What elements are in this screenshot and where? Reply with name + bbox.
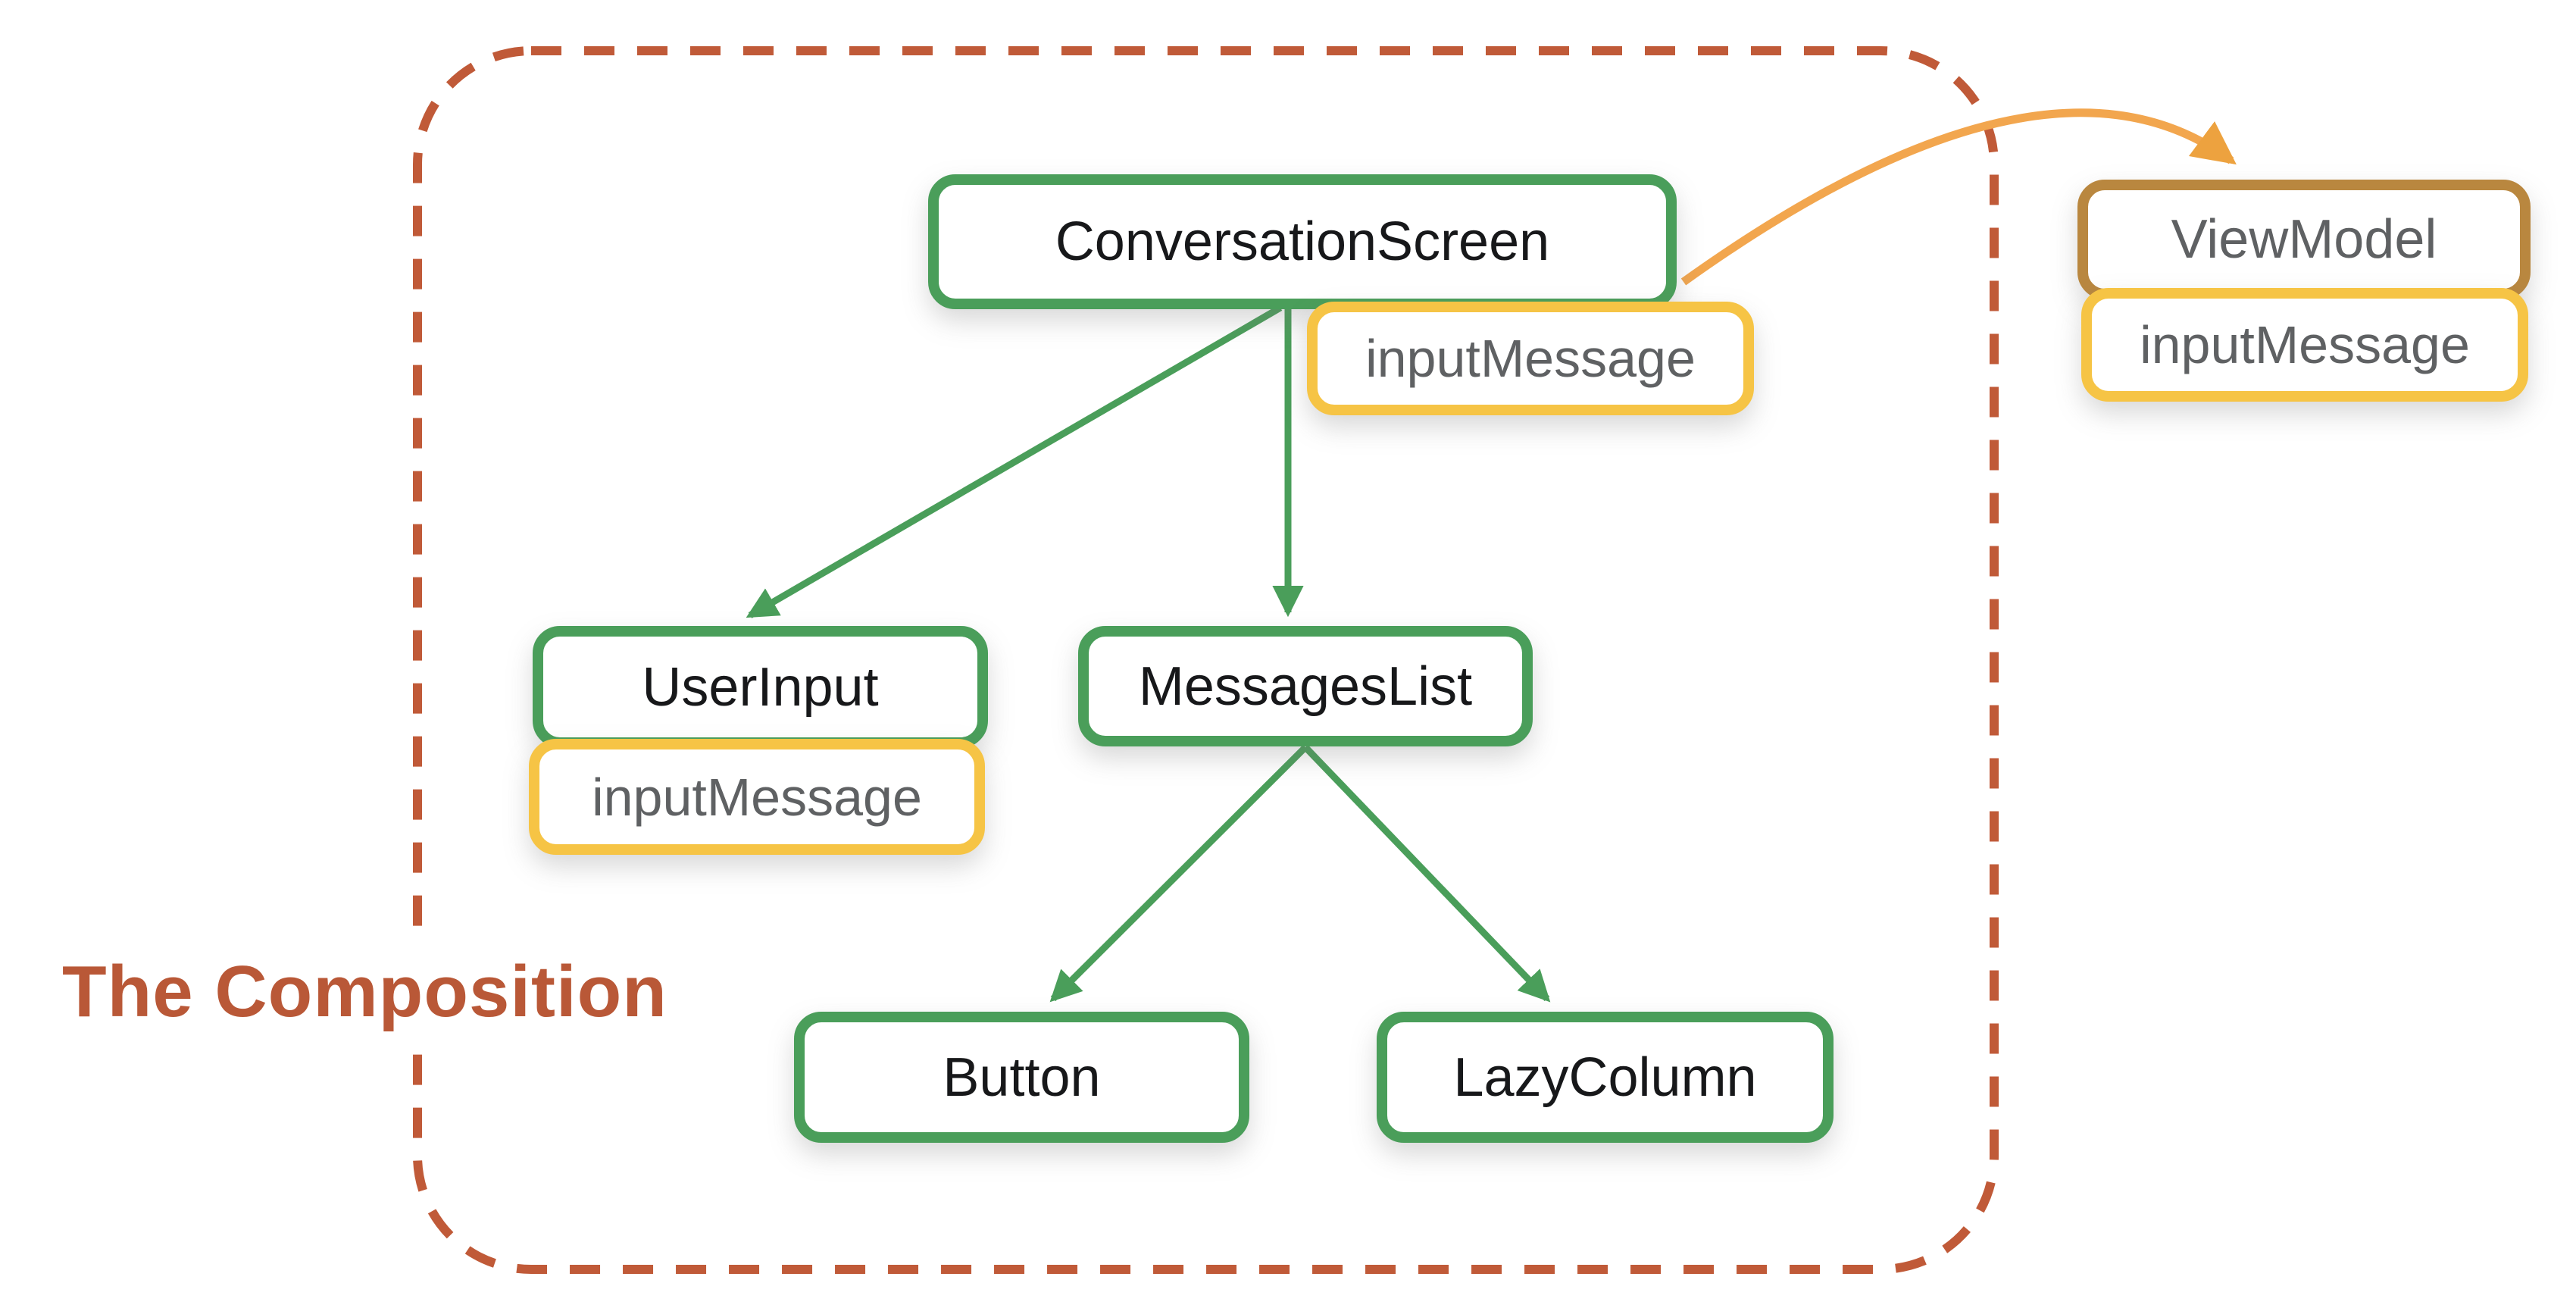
node-user-input-state: inputMessage — [529, 739, 985, 855]
edge-messageslist-to-lazycolumn — [1302, 744, 1551, 1003]
edge-messageslist-to-button — [1049, 744, 1308, 1003]
node-button: Button — [794, 1012, 1249, 1143]
node-lazy-column-label: LazyColumn — [1453, 1047, 1757, 1108]
node-view-model-state-label: inputMessage — [2140, 315, 2470, 374]
node-user-input-state-label: inputMessage — [592, 767, 922, 827]
edge-conversationscreen-to-viewmodel — [1680, 108, 2237, 286]
node-view-model: ViewModel — [2077, 180, 2531, 299]
node-user-input-label: UserInput — [642, 656, 879, 718]
node-conversation-screen: ConversationScreen — [928, 174, 1677, 309]
node-messages-list-label: MessagesList — [1138, 656, 1473, 717]
composition-boundary — [413, 46, 1999, 1274]
node-conversation-screen-label: ConversationScreen — [1055, 211, 1550, 272]
node-view-model-state: inputMessage — [2081, 288, 2528, 402]
node-messages-list: MessagesList — [1078, 626, 1533, 746]
node-conversation-screen-state: inputMessage — [1307, 302, 1754, 415]
node-button-label: Button — [943, 1047, 1101, 1108]
diagram-caption: The Composition — [44, 938, 686, 1046]
node-user-input: UserInput — [533, 626, 988, 748]
node-lazy-column: LazyColumn — [1377, 1012, 1834, 1143]
edge-conversationscreen-to-userinput — [746, 305, 1283, 618]
node-conversation-screen-state-label: inputMessage — [1365, 329, 1696, 388]
node-view-model-label: ViewModel — [2171, 209, 2437, 270]
